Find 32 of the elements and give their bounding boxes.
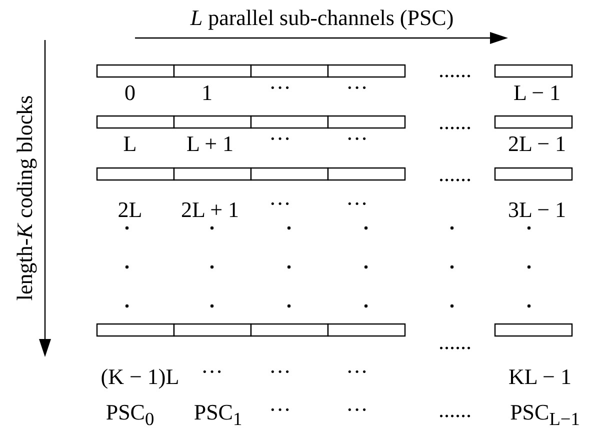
ellipsis: ··· <box>346 77 368 99</box>
ellipsis: ··· <box>269 361 291 383</box>
index-label: L − 1 <box>513 82 561 104</box>
ellipsis: ...... <box>438 331 472 353</box>
ellipsis: ...... <box>438 399 472 421</box>
channel-label: PSC$_{1}$ <box>194 402 242 428</box>
ellipsis: ··· <box>269 193 291 215</box>
index-label: 0 <box>124 82 136 104</box>
axis-label: L parallel sub-channels (PSC) <box>190 7 454 29</box>
index-label: L <box>123 133 137 155</box>
ellipsis: ··· <box>346 399 368 421</box>
ellipsis: ··· <box>201 361 223 383</box>
ellipsis: ...... <box>438 163 472 185</box>
index-label: (K − 1)L <box>100 366 180 388</box>
ellipsis: ··· <box>346 193 368 215</box>
index-label: KL − 1 <box>508 366 572 388</box>
ellipsis: ··· <box>346 361 368 383</box>
ellipsis: ...... <box>438 111 472 133</box>
index-label: 2L + 1 <box>180 199 240 221</box>
ellipsis: ...... <box>438 59 472 81</box>
ellipsis: ··· <box>269 128 291 150</box>
ellipsis: ··· <box>269 399 291 421</box>
channel-label: PSC$_{0}$ <box>106 402 154 428</box>
index-label: 2L <box>118 199 142 221</box>
index-label: 3L − 1 <box>508 199 566 221</box>
axis-label: length-K coding blocks <box>14 95 36 301</box>
index-label: 2L − 1 <box>508 133 566 155</box>
ellipsis: ··· <box>346 128 368 150</box>
ellipsis: ··· <box>269 77 291 99</box>
channel-label: PSC$_{L−1}$ <box>510 402 580 428</box>
index-label: L + 1 <box>186 133 234 155</box>
index-label: 1 <box>202 82 212 104</box>
